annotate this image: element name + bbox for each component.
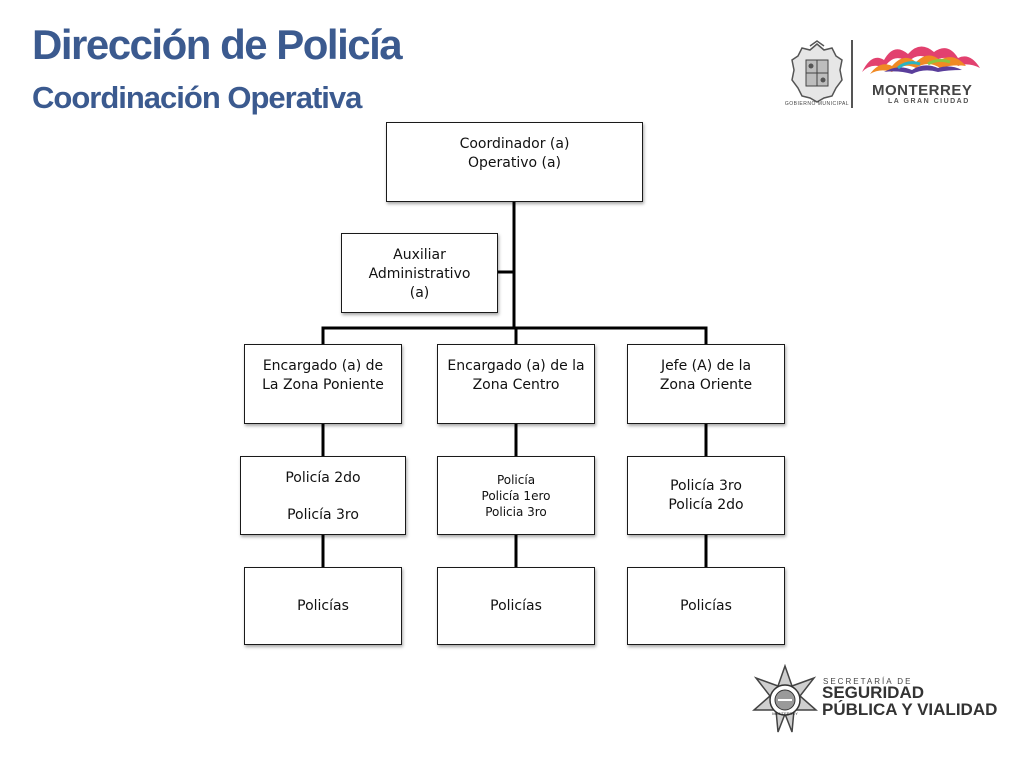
- assistant-line-2: Administrativo: [368, 266, 471, 282]
- monterrey-name: MONTERREY: [872, 82, 973, 99]
- zone-poniente-head-line-1: Encargado (a) de: [262, 358, 384, 374]
- badge-text: MONTERREY: [772, 711, 798, 716]
- zone-centro-head-box: Encargado (a) de la Zona Centro: [437, 344, 595, 424]
- gobierno-municipal-logo: GOBIERNO MUNICIPAL: [784, 40, 850, 110]
- zone-poniente-head-line-2: La Zona Poniente: [262, 377, 384, 393]
- zone-oriente-staff-label: Policías: [680, 597, 732, 614]
- zone-centro-head-line-1: Encargado (a) de la: [447, 358, 585, 374]
- assistant-line-3: (a): [409, 285, 430, 301]
- zone-centro-rank-1: Policía: [496, 472, 536, 487]
- coordinator-line-2: Operativo (a): [467, 155, 562, 171]
- zone-oriente-rank-1: Policía 3ro: [670, 477, 742, 494]
- zone-centro-staff-label: Policías: [490, 597, 542, 614]
- zone-poniente-staff-label: Policías: [297, 597, 349, 614]
- zone-centro-head-line-2: Zona Centro: [472, 377, 560, 393]
- zone-poniente-head-box: Encargado (a) de La Zona Poniente: [244, 344, 402, 424]
- zone-centro-rank-3: Policia 3ro: [485, 504, 547, 519]
- zone-poniente-staff-box: Policías: [244, 567, 402, 645]
- gobierno-municipal-caption: GOBIERNO MUNICIPAL: [784, 101, 850, 107]
- coordinator-box: Coordinador (a) Operativo (a): [386, 122, 643, 202]
- zone-centro-ranks-box: Policía Policía 1ero Policia 3ro: [437, 456, 595, 535]
- zone-oriente-head-line-2: Zona Oriente: [659, 377, 753, 393]
- monterrey-mountain-icon: [862, 46, 980, 74]
- zone-oriente-head-line-1: Jefe (A) de la: [660, 358, 752, 374]
- police-star-badge-icon: [752, 663, 818, 733]
- assistant-box: Auxiliar Administrativo (a): [341, 233, 498, 313]
- coat-of-arms-icon: [791, 40, 843, 103]
- monterrey-tagline: LA GRAN CIUDAD: [888, 98, 970, 105]
- secretaria-small-label: SECRETARÍA DE: [823, 677, 913, 686]
- police-badge: MONTERREY: [750, 663, 820, 734]
- zone-oriente-head-box: Jefe (A) de la Zona Oriente: [627, 344, 785, 424]
- secretaria-line-1: SEGURIDAD: [822, 683, 925, 702]
- zone-poniente-ranks-box: Policía 2do Policía 3ro: [240, 456, 406, 535]
- logo-divider: [851, 40, 853, 108]
- zone-centro-staff-box: Policías: [437, 567, 595, 645]
- zone-poniente-rank-1: Policía 2do: [285, 470, 361, 486]
- zone-centro-rank-2: Policía 1ero: [481, 488, 551, 503]
- secretaria-line-2: PÚBLICA Y VIALIDAD: [822, 700, 998, 719]
- zone-oriente-ranks-box: Policía 3ro Policía 2do: [627, 456, 785, 535]
- page-subtitle: Coordinación Operativa: [32, 80, 362, 115]
- zone-poniente-rank-2: Policía 3ro: [287, 507, 359, 523]
- page-title: Dirección de Policía: [32, 21, 403, 68]
- zone-oriente-staff-box: Policías: [627, 567, 785, 645]
- assistant-line-1: Auxiliar: [393, 247, 446, 263]
- zone-oriente-rank-2: Policía 2do: [668, 496, 744, 513]
- coordinator-line-1: Coordinador (a): [459, 136, 570, 152]
- monterrey-logo: MONTERREY LA GRAN CIUDAD: [858, 38, 986, 108]
